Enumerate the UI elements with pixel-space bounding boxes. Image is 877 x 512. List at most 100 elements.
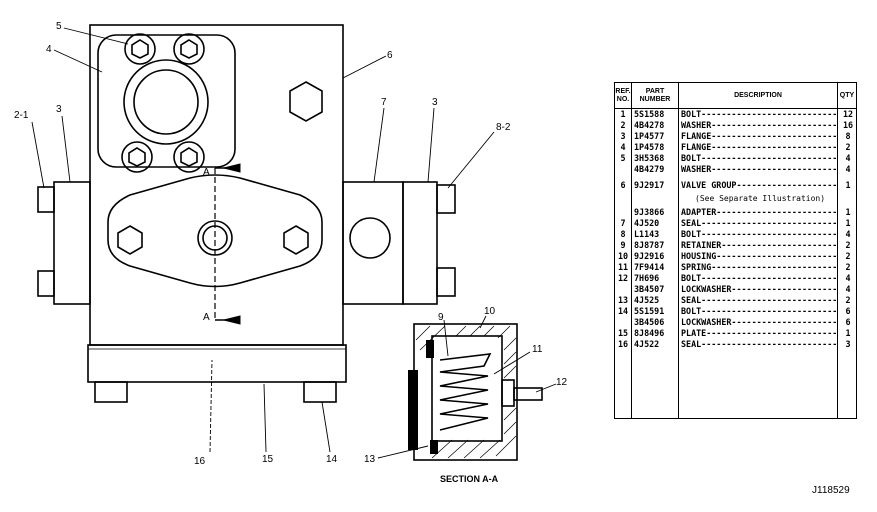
ref-cell: 2 <box>620 120 626 130</box>
qty-cell: 1 <box>845 207 851 217</box>
qty-cell: 2 <box>845 295 851 305</box>
description-cell: RETAINER----------------------------- <box>681 240 836 250</box>
table-row: 10 9J2916 HOUSING-------------------------… <box>615 251 856 262</box>
part-number-cell: 9J2917 <box>634 180 665 190</box>
table-row: 11 7F9414 SPRING--------------------------… <box>615 262 856 273</box>
table-row: 7 4J520 SEAL----------------------------- 1 <box>615 218 856 229</box>
part-number-cell: 4B4278 <box>634 120 665 130</box>
description-cell: WASHER----------------------------- <box>681 120 836 130</box>
ref-cell: 10 <box>617 251 629 261</box>
qty-cell: 4 <box>845 229 851 239</box>
part-number-cell: 1P4578 <box>634 142 665 152</box>
ref-cell: 6 <box>620 180 626 190</box>
ref-cell: 5 <box>620 153 626 163</box>
callout-10: 10 <box>484 306 496 317</box>
description-cell: WASHER----------------------------- <box>681 164 836 174</box>
table-row: 16 4J522 SEAL-----------------------------… <box>615 339 856 350</box>
description-cell: LOCKWASHER----------------------------- <box>681 317 836 327</box>
part-number-cell: 5S1588 <box>634 109 665 119</box>
callout-7: 7 <box>381 97 387 108</box>
valve-body <box>89 24 344 346</box>
callout-3-left: 3 <box>56 104 62 115</box>
section-mark-bottom: A <box>203 312 210 323</box>
callout-11: 11 <box>532 344 543 355</box>
ref-cell: 1 <box>620 109 626 119</box>
qty-cell: 6 <box>845 306 851 316</box>
description-cell: SEAL----------------------------- <box>681 218 836 228</box>
qty-cell: 4 <box>845 284 851 294</box>
table-row: 2 4B4278 WASHER---------------------------… <box>615 120 856 131</box>
table-row: 3B4507 LOCKWASHER------------------------… <box>615 284 856 295</box>
ref-cell: 3 <box>620 131 626 141</box>
center-flange <box>107 174 323 288</box>
description-cell: LOCKWASHER----------------------------- <box>681 284 836 294</box>
description-cell: VALVE GROUP----------------------------- <box>681 180 836 190</box>
qty-cell: 3 <box>845 339 851 349</box>
part-number-cell: 9J2916 <box>634 251 665 261</box>
table-row: 6 9J2917 VALVE GROUP----------------------… <box>615 180 856 191</box>
part-number-cell: 4J520 <box>634 218 660 228</box>
section-mark-top: A <box>203 167 210 178</box>
description-cell: BOLT----------------------------- <box>681 306 836 316</box>
part-number-cell: 4J522 <box>634 339 660 349</box>
table-row: 9 8J8787 RETAINER-------------------------… <box>615 240 856 251</box>
description-cell: SEAL----------------------------- <box>681 339 836 349</box>
description-cell: ADAPTER----------------------------- <box>681 207 836 217</box>
qty-cell: 1 <box>845 218 851 228</box>
qty-cell: 4 <box>845 273 851 283</box>
callout-4: 4 <box>46 44 52 55</box>
header-desc: DESCRIPTION <box>734 91 782 99</box>
qty-cell: 16 <box>842 120 854 130</box>
callout-8-2: 8-2 <box>496 122 511 133</box>
ref-cell: 8 <box>620 229 626 239</box>
bottom-plate <box>87 344 347 383</box>
figure-code: J118529 <box>812 485 850 496</box>
description-cell: BOLT----------------------------- <box>681 229 836 239</box>
part-number-cell: 3B4507 <box>634 284 665 294</box>
callout-16: 16 <box>194 456 206 467</box>
callout-3-right: 3 <box>432 97 438 108</box>
ref-cell: 4 <box>620 142 626 152</box>
table-row: 9J3866 ADAPTER---------------------------… <box>615 207 856 218</box>
ref-cell: 9 <box>620 240 626 250</box>
table-row: 41P4578FLANGE---------------------------… <box>615 142 856 153</box>
description-cell: SEAL----------------------------- <box>681 295 836 305</box>
qty-cell: 1 <box>845 180 851 190</box>
callout-5: 5 <box>56 21 62 32</box>
qty-cell: 4 <box>845 153 851 163</box>
ref-cell: 7 <box>620 218 626 228</box>
description-cell: BOLT----------------------------- <box>681 273 836 283</box>
qty-cell: 2 <box>845 251 851 261</box>
part-number-cell: 8J8787 <box>634 240 665 250</box>
ref-cell: 11 <box>617 262 629 272</box>
description-cell: BOLT----------------------------- <box>681 109 836 119</box>
description-cell: HOUSING----------------------------- <box>681 251 836 261</box>
callout-14: 14 <box>326 454 338 465</box>
table-row: 31P4577FLANGE---------------------------… <box>615 131 856 142</box>
left-housing <box>53 181 91 305</box>
section-caption: SECTION A-A <box>440 474 499 484</box>
part-number-cell: 9J3866 <box>634 207 665 217</box>
ref-cell: 16 <box>617 339 629 349</box>
header-ref: REF. NO. <box>615 87 631 103</box>
qty-cell: 6 <box>845 317 851 327</box>
parts-table-header: REF. NO. PART NUMBER DESCRIPTION QTY <box>615 83 856 109</box>
description-cell: BOLT----------------------------- <box>681 153 836 163</box>
valve-group-note: (See Separate Illustration) <box>695 194 826 203</box>
qty-cell: 4 <box>845 164 851 174</box>
qty-cell: 1 <box>845 328 851 338</box>
qty-cell: 2 <box>845 262 851 272</box>
top-flange <box>97 34 236 168</box>
table-row: 1 5S1588 BOLT-----------------------------… <box>615 109 856 120</box>
part-number-cell: 7F9414 <box>634 262 665 272</box>
ref-cell: 12 <box>617 273 629 283</box>
description-cell: SPRING----------------------------- <box>681 262 836 272</box>
callout-6: 6 <box>387 50 393 61</box>
ref-cell: 13 <box>617 295 629 305</box>
qty-cell: 12 <box>842 109 854 119</box>
